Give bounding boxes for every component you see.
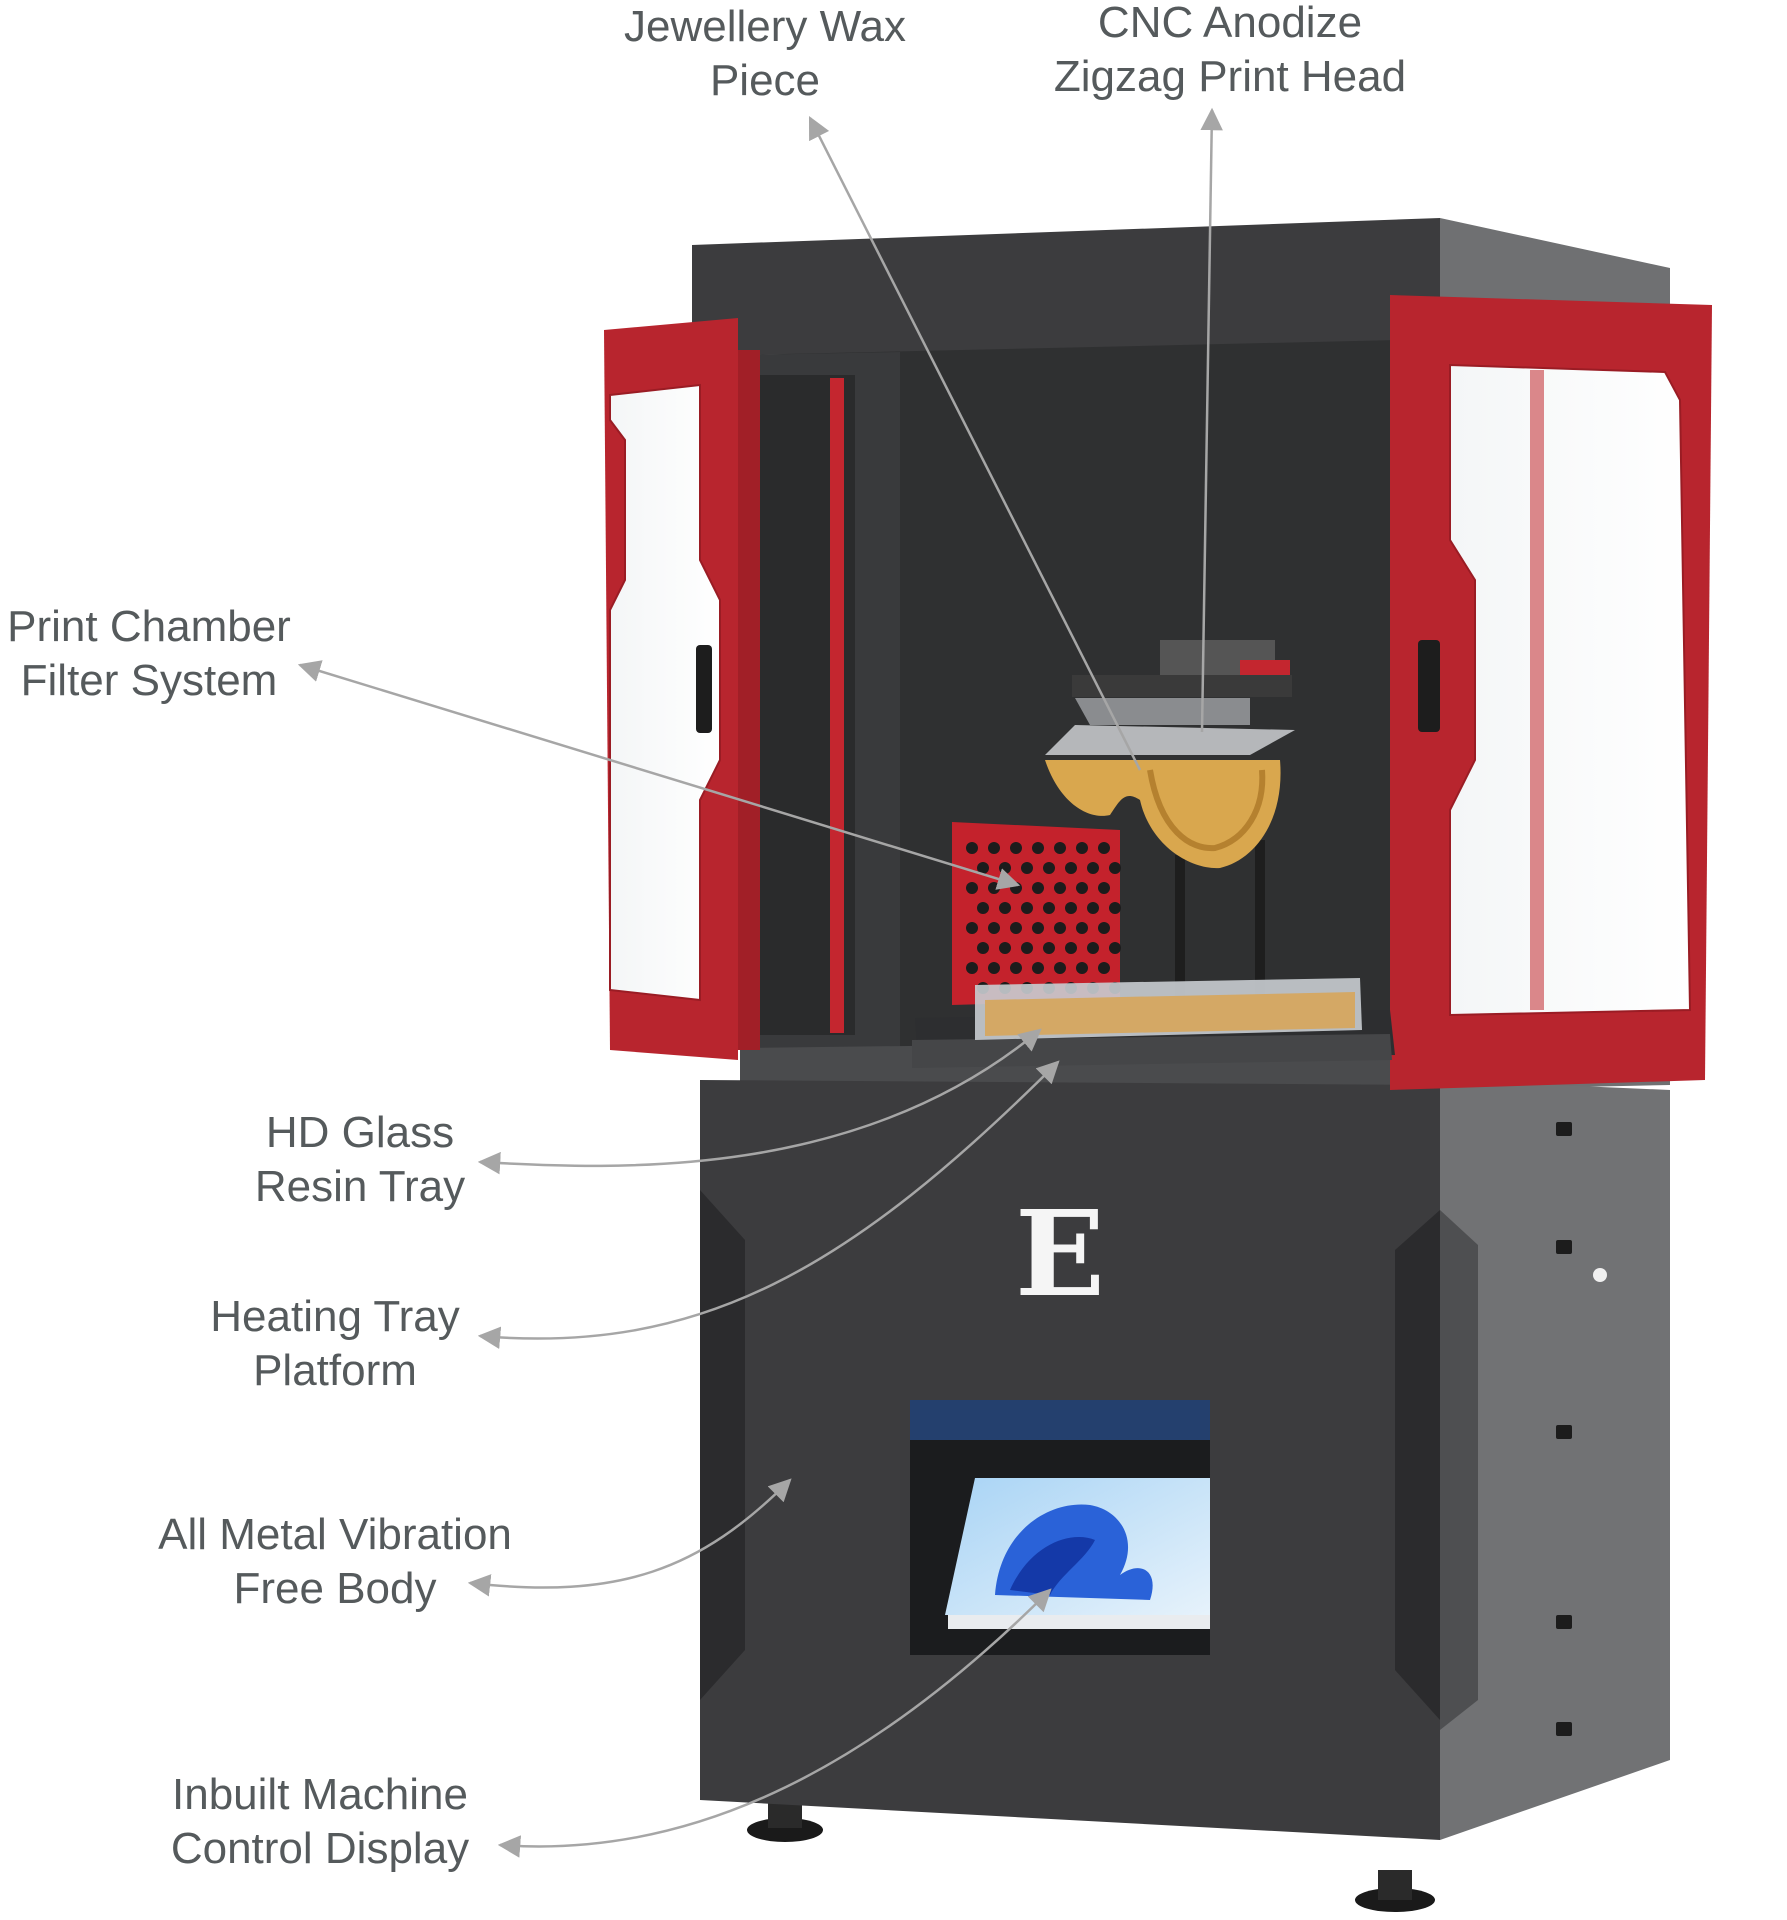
filter-hole <box>1054 882 1066 894</box>
filter-hole <box>1076 962 1088 974</box>
filter-hole <box>1087 942 1099 954</box>
filter-hole <box>1010 922 1022 934</box>
filter-hole <box>1043 902 1055 914</box>
filter-hole <box>966 882 978 894</box>
arrow-print-chamber-filter-system <box>297 660 1021 890</box>
callout-arrows <box>297 107 1223 1858</box>
print-head <box>1045 640 1295 1040</box>
hd-glass-resin-tray <box>975 978 1362 1040</box>
filter-hole <box>1087 902 1099 914</box>
filter-hole <box>1109 902 1121 914</box>
arrow-heating-tray-platform <box>477 1060 1060 1349</box>
filter-hole <box>988 882 1000 894</box>
filter-hole <box>1010 962 1022 974</box>
filter-hole <box>1054 922 1066 934</box>
filter-hole <box>1021 942 1033 954</box>
filter-hole <box>1098 882 1110 894</box>
filter-hole <box>1021 862 1033 874</box>
filter-hole <box>966 962 978 974</box>
filter-hole <box>1109 942 1121 954</box>
filter-hole <box>988 962 1000 974</box>
filter-hole <box>1010 842 1022 854</box>
filter-hole <box>1021 902 1033 914</box>
cabinet-side-bevel <box>1440 1210 1478 1730</box>
filter-hole <box>1032 922 1044 934</box>
filter-hole <box>1043 862 1055 874</box>
filter-hole <box>1054 842 1066 854</box>
jewellery-wax-piece <box>1045 760 1281 869</box>
filter-hole <box>977 942 989 954</box>
arrow-cnc-anodize-print-head <box>1200 107 1223 733</box>
filter-hole <box>1087 862 1099 874</box>
filter-hole <box>1098 842 1110 854</box>
filter-system-panel <box>952 822 1121 1005</box>
filter-hole <box>1109 862 1121 874</box>
filter-hole <box>1098 922 1110 934</box>
filter-hole <box>999 902 1011 914</box>
brand-logo: E <box>1015 1184 1105 1323</box>
chamber-top-frame <box>692 218 1440 355</box>
filter-hole <box>1065 902 1077 914</box>
filter-hole <box>1032 962 1044 974</box>
filter-hole <box>1032 882 1044 894</box>
filter-hole <box>999 862 1011 874</box>
cabinet-side <box>1440 1080 1670 1840</box>
arrow-jewellery-wax-piece <box>808 115 1142 771</box>
filter-hole <box>1076 842 1088 854</box>
filter-hole <box>1032 842 1044 854</box>
filter-hole <box>999 942 1011 954</box>
filter-hole <box>1054 962 1066 974</box>
filter-hole <box>1043 942 1055 954</box>
left-door <box>604 318 855 1060</box>
filter-hole <box>966 842 978 854</box>
control-display[interactable] <box>910 1400 1210 1655</box>
filter-hole <box>1065 942 1077 954</box>
filter-hole <box>1076 882 1088 894</box>
filter-hole <box>1076 922 1088 934</box>
filter-hole <box>977 902 989 914</box>
filter-hole <box>988 922 1000 934</box>
filter-hole <box>966 922 978 934</box>
filter-hole <box>988 842 1000 854</box>
arrow-all-metal-vibration-free-body <box>467 1478 792 1597</box>
chamber-interior <box>740 340 1400 1075</box>
filter-hole <box>1098 962 1110 974</box>
arrow-inbuilt-machine-control-display <box>497 1588 1052 1858</box>
right-door <box>1390 295 1712 1090</box>
filter-hole <box>1065 862 1077 874</box>
side-panel-bolts <box>1556 1122 1572 1736</box>
